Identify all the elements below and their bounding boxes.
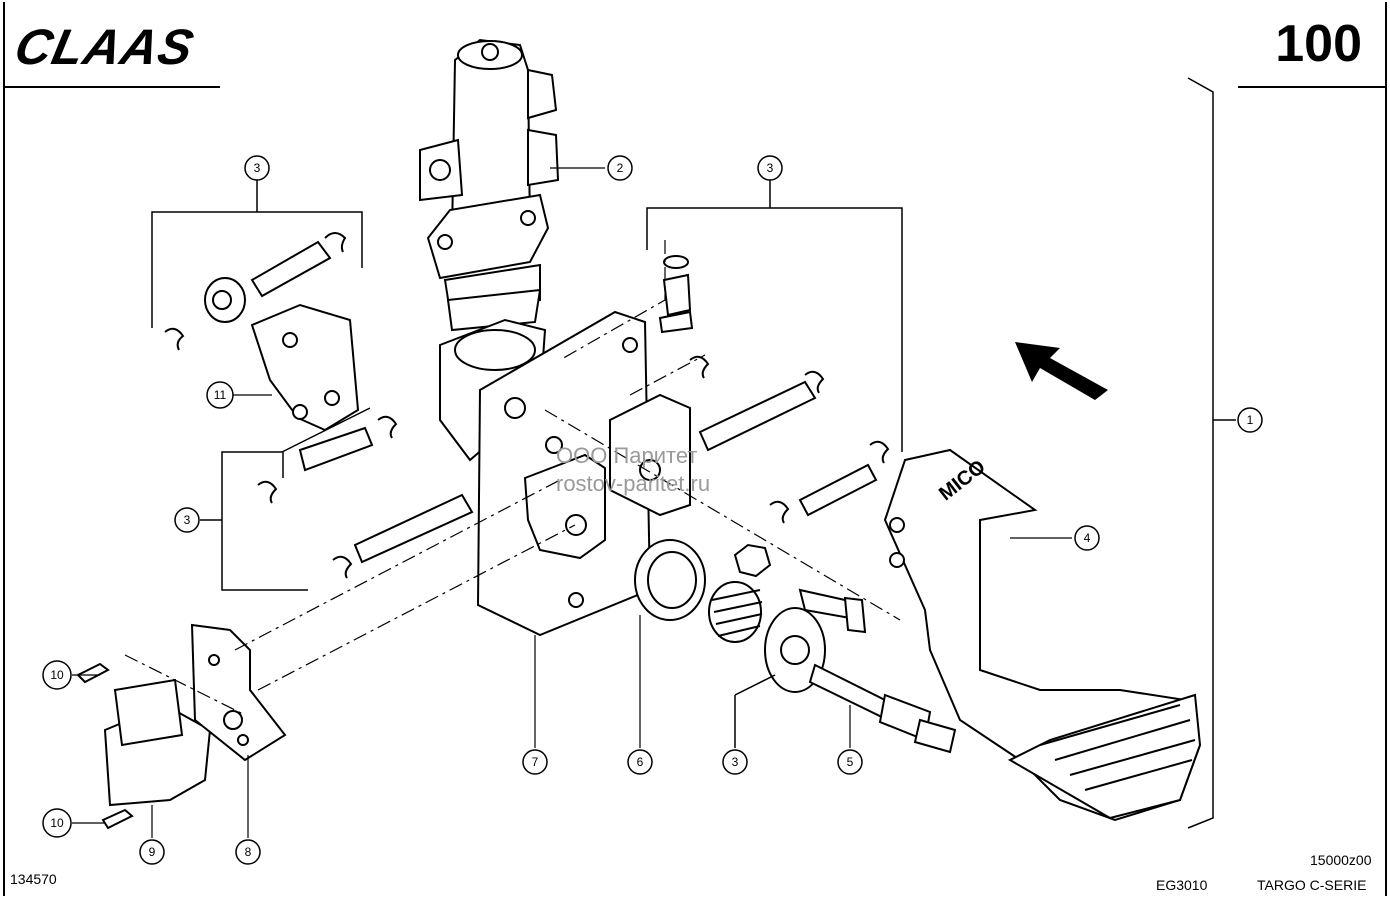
screws — [76, 662, 134, 830]
clevis-bracket — [250, 303, 360, 432]
callout-c1: 1 — [1246, 413, 1254, 427]
pedal-bracket-housing — [439, 310, 652, 637]
callout-c3a: 3 — [253, 161, 261, 175]
callout-c11: 11 — [213, 388, 227, 402]
callout-c9: 9 — [148, 845, 156, 859]
return-spring — [708, 581, 763, 643]
group-brackets — [151, 180, 903, 748]
claas-logo: CLAAS — [10, 19, 200, 75]
callout-c2: 2 — [616, 161, 624, 175]
callout-c7: 7 — [531, 755, 539, 769]
callout-circles — [42, 155, 1263, 865]
master-cylinder — [419, 38, 560, 332]
watermark-line2: rostov-paritet.ru — [556, 470, 711, 496]
direction-arrow-icon — [1015, 342, 1108, 400]
bushing — [634, 539, 706, 621]
pedal-sensor — [103, 623, 287, 807]
sheet-reference: 15000z00 — [1310, 852, 1372, 868]
callout-c10b: 10 — [50, 816, 64, 830]
callout-c5: 5 — [846, 755, 854, 769]
watermark: ООО Паритет rostov-paritet.ru — [556, 442, 710, 497]
callout-c6: 6 — [636, 755, 644, 769]
leader-lines — [72, 167, 1072, 838]
assembly-bracket — [1187, 77, 1214, 829]
group-code: EG3010 — [1156, 877, 1208, 893]
callout-c3b: 3 — [766, 161, 774, 175]
callout-c8: 8 — [244, 845, 252, 859]
page-number: 100 — [1275, 15, 1362, 73]
push-rod — [764, 607, 957, 754]
brake-pedal — [883, 448, 1202, 822]
drawing-number: 134570 — [10, 871, 57, 887]
pins-and-clips — [164, 232, 890, 579]
callout-c3d: 3 — [731, 755, 739, 769]
watermark-line1: ООО Паритет — [556, 443, 698, 468]
series-name: TARGO C-SERIE — [1257, 877, 1367, 893]
callout-c4: 4 — [1083, 531, 1091, 545]
nut-and-bolt — [733, 543, 867, 634]
callout-c10a: 10 — [50, 668, 64, 682]
callout-c3c: 3 — [183, 513, 191, 527]
assembly-centerlines — [124, 240, 901, 716]
